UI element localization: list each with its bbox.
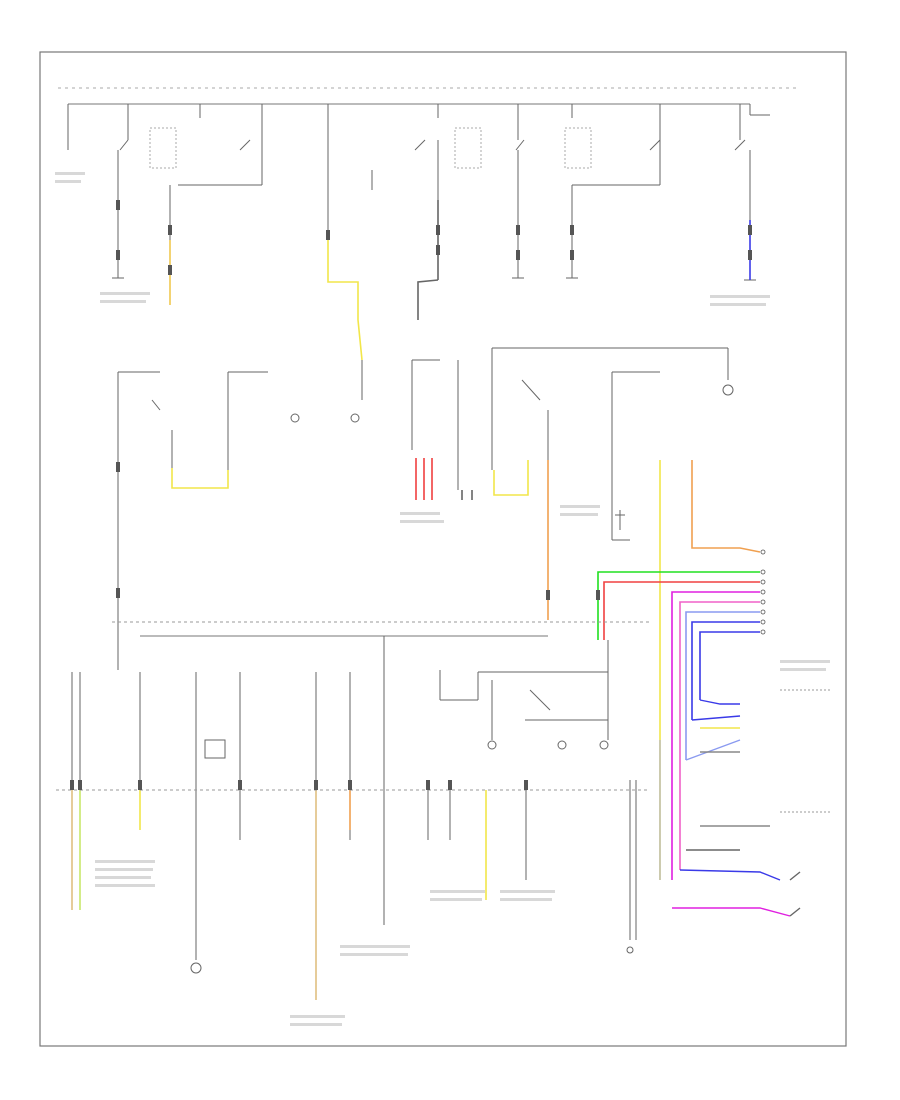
lower-colored-wires (71, 790, 487, 1000)
connector-stubs (70, 200, 752, 790)
label-placeholders (55, 172, 830, 1026)
yellow-wire-top (169, 200, 751, 361)
top-section (67, 104, 770, 300)
right-lower-routing (659, 689, 830, 917)
middle-section (117, 347, 734, 670)
middle-colored-wires (171, 458, 761, 880)
diagram-frame (39, 51, 847, 1047)
connector-right-pins (760, 549, 766, 635)
